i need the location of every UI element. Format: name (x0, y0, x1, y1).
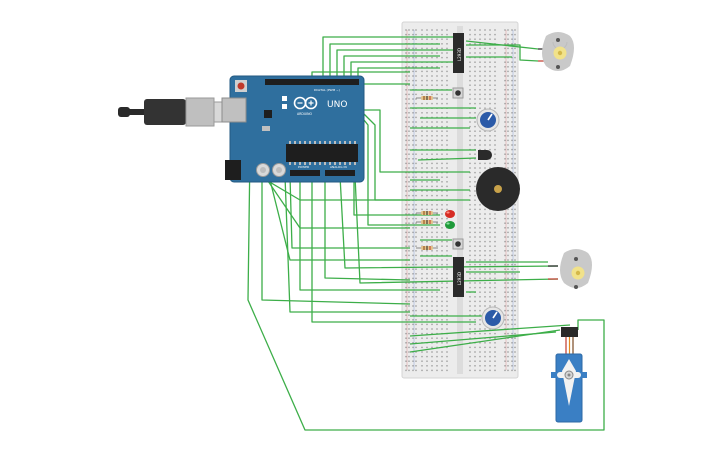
wire[interactable] (269, 179, 410, 261)
wire[interactable] (350, 61, 455, 82)
wire[interactable] (339, 175, 559, 269)
chip-1-label: L293D (457, 48, 462, 61)
wires (239, 36, 605, 431)
wire[interactable] (261, 128, 411, 305)
green-led-icon[interactable] (445, 221, 455, 229)
wire[interactable] (417, 157, 477, 161)
wire[interactable] (289, 175, 410, 249)
brand-text: ARDUINO (297, 112, 313, 116)
wire[interactable] (354, 175, 559, 284)
model-text: UNO (327, 100, 347, 110)
wire[interactable] (324, 176, 411, 281)
arduino-logo (293, 96, 318, 110)
potentiometer-icon[interactable] (476, 108, 500, 132)
wire[interactable] (322, 36, 455, 82)
resistor-icon (416, 211, 438, 215)
resistor-icon (416, 220, 438, 224)
power-header (290, 170, 320, 176)
wire[interactable] (409, 324, 571, 337)
resistor-icon (416, 246, 438, 250)
power-header-label: POWER (298, 165, 309, 169)
wire[interactable] (299, 176, 440, 291)
wire[interactable] (336, 49, 455, 82)
analog-header (325, 170, 355, 176)
microcontroller-chip (286, 144, 358, 162)
resistor-icon (416, 96, 438, 100)
microcontroller-pins (289, 141, 356, 165)
pushbutton-icon[interactable] (452, 238, 464, 250)
servo-icon[interactable] (551, 327, 587, 423)
motor-driver-chip-1[interactable]: L293D (453, 33, 464, 73)
chip-2-label: L293D (457, 272, 462, 285)
dc-motor-icon[interactable] (548, 249, 592, 289)
wire[interactable] (311, 176, 476, 323)
digital-header (265, 79, 359, 85)
wire[interactable] (284, 175, 410, 313)
pushbutton-icon[interactable] (452, 87, 464, 99)
wire[interactable] (364, 109, 470, 173)
buzzer-icon[interactable] (476, 167, 520, 211)
wire[interactable] (466, 44, 539, 62)
digital-header-label: DIGITAL (PWM ~) (314, 88, 340, 92)
potentiometer-icon[interactable] (481, 306, 505, 330)
reset-button[interactable] (237, 82, 245, 90)
arduino-uno-board[interactable]: UNO ARDUINO DIGITAL (PWM ~) POWER ANALOG… (221, 75, 365, 183)
transistor-icon (478, 150, 492, 160)
wire[interactable] (343, 55, 440, 82)
wire[interactable] (409, 329, 561, 353)
usb-cable-icon (118, 97, 231, 127)
dc-motor-icon[interactable] (538, 32, 574, 71)
motor-driver-chip-2[interactable]: L293D (453, 257, 464, 297)
wire[interactable] (247, 149, 605, 431)
red-led-icon[interactable] (445, 210, 455, 218)
wire[interactable] (329, 43, 440, 82)
wire[interactable] (361, 111, 470, 201)
analog-header-label: ANALOG IN (330, 165, 347, 169)
